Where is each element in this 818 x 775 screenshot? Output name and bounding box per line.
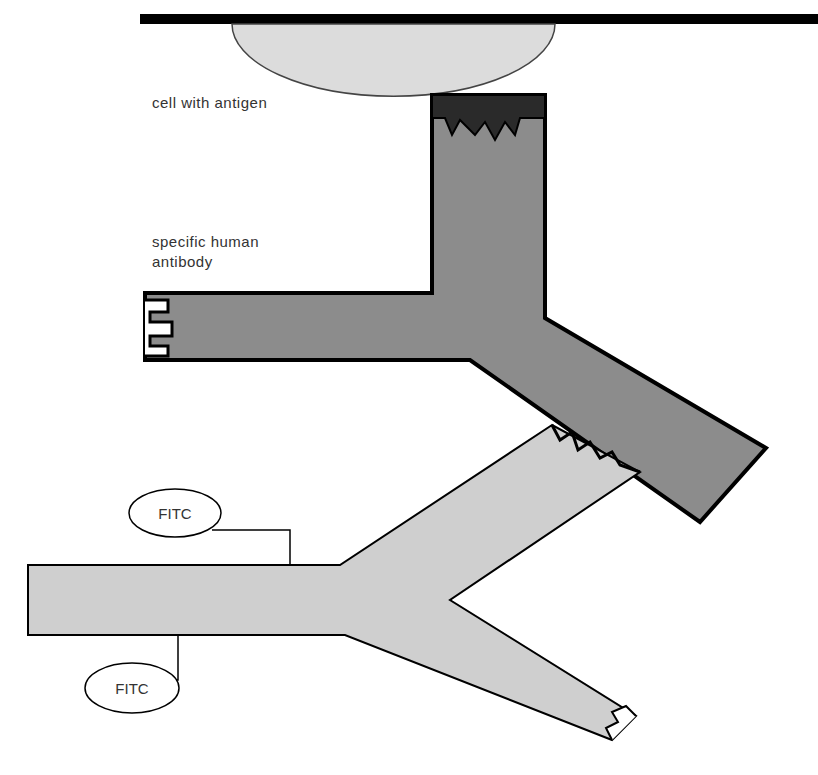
part-label: specific human antibody: [152, 232, 272, 272]
conjugation-line: [212, 530, 290, 565]
node-text: FITC: [115, 680, 148, 697]
cell-body: [232, 24, 555, 96]
node-text: FITC: [158, 505, 191, 522]
fluorophore-ellipse: FITC: [128, 488, 222, 538]
ellipse-shape: [129, 489, 221, 537]
secondary-antibody-shape: [28, 425, 640, 740]
antigen: [432, 95, 545, 140]
ellipse-shape: [85, 663, 179, 713]
human-antibody-shape: [145, 95, 766, 522]
binding-site: [145, 300, 172, 356]
fluorophore-ellipse: FITC: [84, 662, 180, 714]
surface-bar: [140, 14, 818, 24]
binding-site: [552, 425, 640, 472]
part-label: cell with antigen: [152, 93, 372, 113]
binding-site: [606, 706, 636, 740]
